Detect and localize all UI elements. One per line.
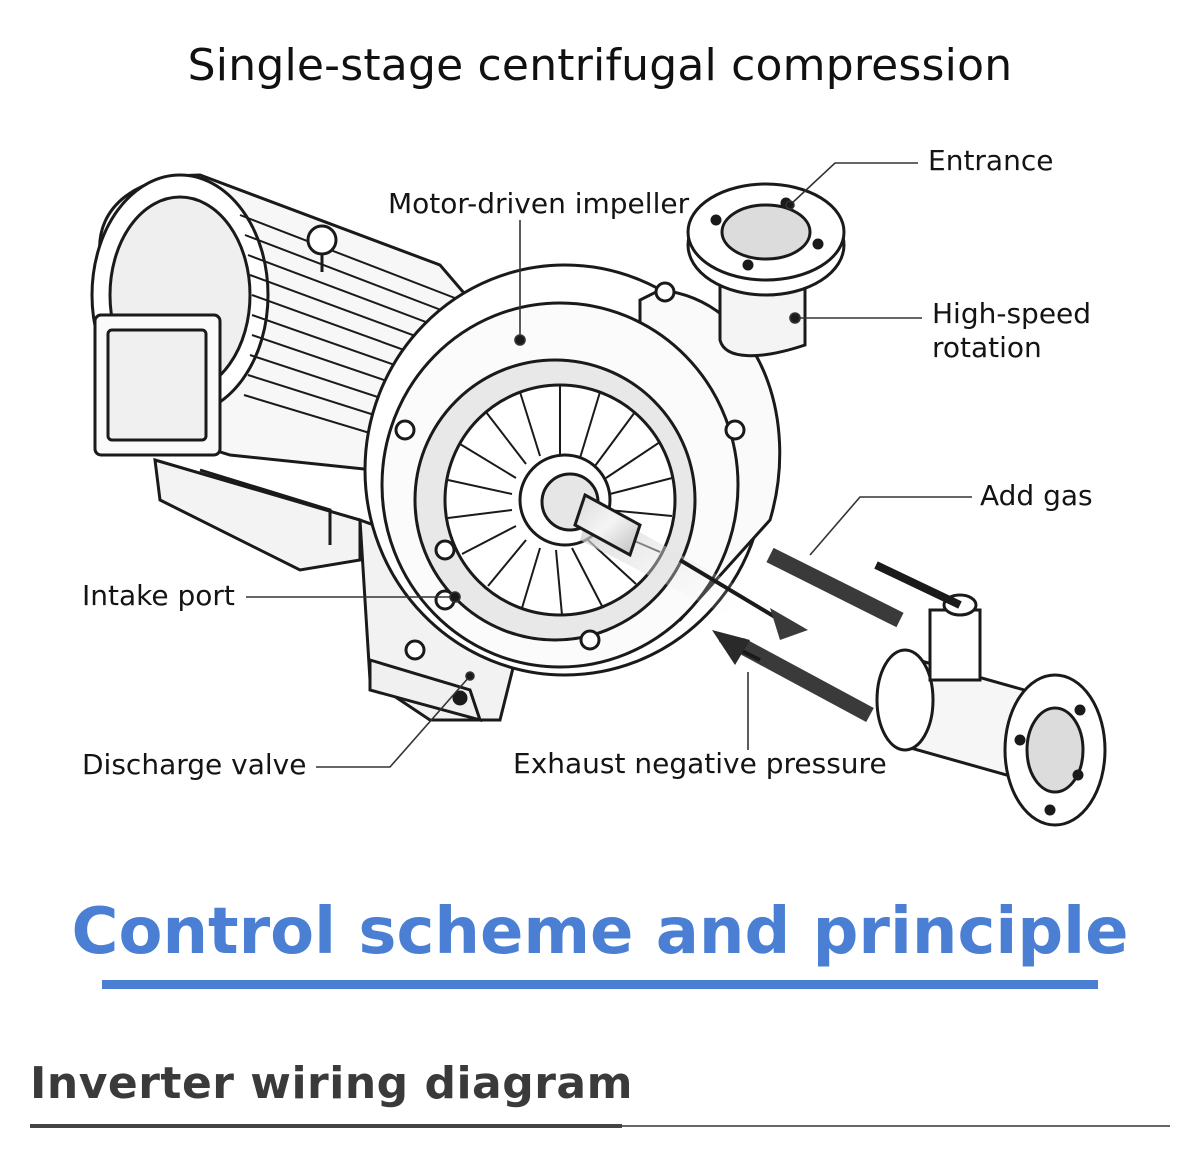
compressor-illustration: [90, 162, 1107, 827]
callout-leaders: [246, 162, 972, 768]
leader-entrance: [789, 162, 918, 206]
valve-assembly: [874, 561, 1107, 827]
label-motor-driven-impeller: Motor-driven impeller: [388, 187, 690, 220]
section-heading: Control scheme and principle: [71, 895, 1129, 969]
subsection-underline-accent: [30, 1124, 622, 1128]
pump-housing: [358, 263, 782, 723]
label-add-gas: Add gas: [980, 479, 1093, 512]
entrance-pipe: [686, 182, 846, 358]
leader-discharge: [316, 675, 471, 768]
shaft-and-flow: [573, 492, 904, 723]
subsection-underline: [622, 1125, 1170, 1127]
label-discharge-valve: Discharge valve: [82, 748, 307, 781]
label-entrance: Entrance: [928, 144, 1054, 177]
label-high-speed: High-speed: [932, 297, 1092, 330]
subsection-heading: Inverter wiring diagram: [30, 1058, 633, 1109]
section-heading-underline: [102, 980, 1098, 989]
diagram-title: Single-stage centrifugal compression: [187, 40, 1013, 91]
label-exhaust-negative-pressure: Exhaust negative pressure: [513, 747, 887, 780]
leader-add-gas: [809, 496, 972, 556]
label-rotation: rotation: [932, 331, 1042, 364]
label-intake-port: Intake port: [82, 579, 235, 612]
